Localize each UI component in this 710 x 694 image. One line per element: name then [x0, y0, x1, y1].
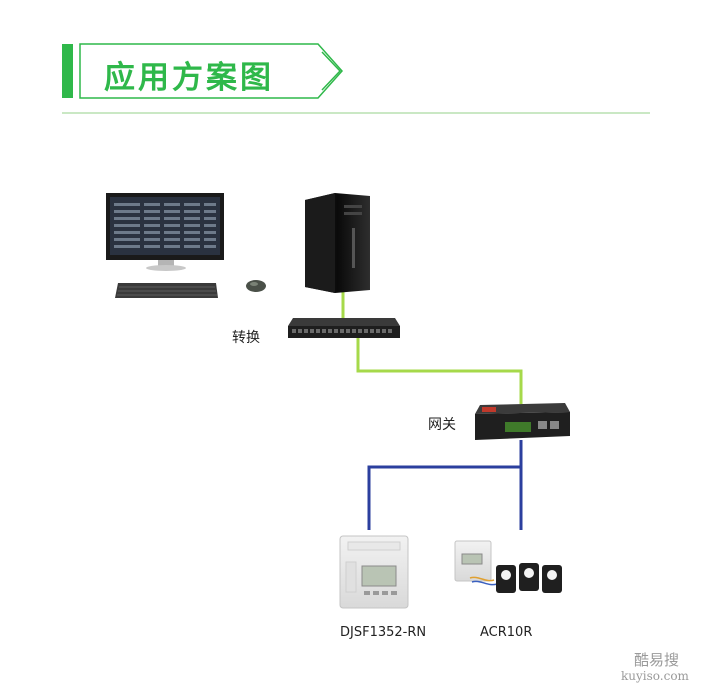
- djsf-side-rail: [345, 561, 357, 593]
- server-tower: [305, 193, 370, 293]
- acr-lcd-display: [461, 553, 483, 565]
- mouse: [246, 280, 266, 292]
- acr10r-model-label: ACR10R: [480, 625, 533, 640]
- tower-light-strip: [352, 228, 355, 268]
- header-accent-bar: [62, 44, 73, 98]
- djsf-lcd-display: [361, 565, 397, 587]
- switch-to-gateway-link: [356, 336, 523, 404]
- mouse-highlight: [250, 282, 258, 286]
- djsf-top-terminals: [347, 541, 401, 551]
- switch-ports: [292, 329, 392, 333]
- gateway-rj45-port-1: [538, 421, 547, 429]
- tower-side: [305, 193, 335, 293]
- gateway-logo-label: [482, 407, 496, 412]
- gateway-terminal-block: [505, 422, 531, 432]
- keyboard-keys: [117, 286, 217, 296]
- gateway-label: 网关: [428, 417, 456, 433]
- acr-cable-blue: [471, 580, 498, 586]
- switch-top: [288, 318, 400, 326]
- page-title: 应用方案图: [104, 60, 274, 96]
- monitor-grid: [114, 203, 216, 248]
- header-banner: [62, 43, 650, 114]
- monitor-neck: [158, 260, 174, 266]
- bus-branch-djsf: [367, 465, 521, 530]
- watermark-brand: 酷易搜: [634, 651, 680, 669]
- monitor-base: [146, 265, 186, 271]
- watermark-url: kuyiso.com: [621, 669, 689, 683]
- header-arrow-inner: [321, 51, 342, 91]
- switch-label: 转换: [232, 330, 260, 346]
- djsf-meter: [339, 535, 409, 609]
- gateway-device: [475, 403, 570, 440]
- workstation: [106, 193, 266, 298]
- rs485-bus: [367, 440, 523, 530]
- djsf-model-label: DJSF1352-RN: [340, 625, 427, 640]
- acr10r-meter: [454, 540, 562, 593]
- djsf-buttons: [364, 591, 397, 595]
- gateway-rj45-port-2: [550, 421, 559, 429]
- acr-current-transformers: [496, 563, 562, 593]
- tower-drive-bay-2: [344, 212, 362, 215]
- gateway-top: [475, 403, 570, 414]
- acr-cable-orange: [469, 576, 495, 582]
- tower-drive-bay-1: [344, 205, 362, 208]
- header-arrow-frame: [79, 43, 344, 99]
- network-switch: [288, 318, 400, 338]
- ethernet-links: [341, 292, 523, 404]
